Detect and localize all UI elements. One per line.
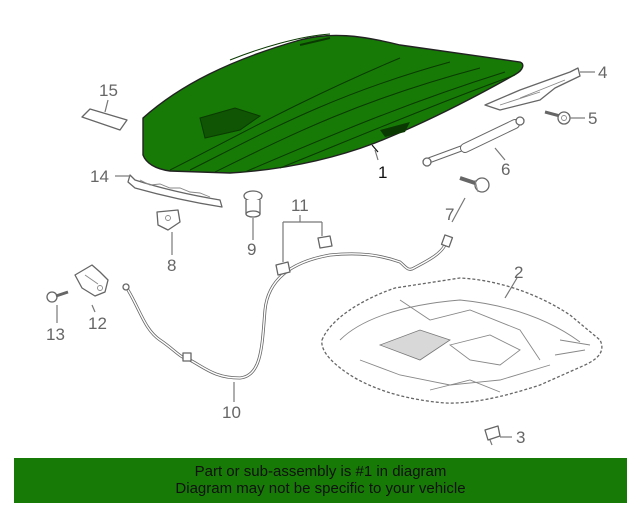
emblem-part-15[interactable] xyxy=(81,108,128,131)
callout-8[interactable]: 8 xyxy=(167,256,176,275)
release-cable-part-10[interactable] xyxy=(122,234,454,380)
callout-1[interactable]: 1 xyxy=(378,163,387,182)
bolt-part-5[interactable] xyxy=(544,110,571,125)
ball-stud-part-7[interactable] xyxy=(459,176,490,193)
callout-9[interactable]: 9 xyxy=(247,240,256,259)
callout-10[interactable]: 10 xyxy=(222,403,241,422)
callout-6[interactable]: 6 xyxy=(501,160,510,179)
retainer-clips-part-11[interactable] xyxy=(275,235,333,276)
gas-strut-part-6[interactable] xyxy=(422,116,525,167)
callout-13[interactable]: 13 xyxy=(46,325,65,344)
bolt-part-13[interactable] xyxy=(46,290,69,303)
push-pin-part-3[interactable] xyxy=(484,425,501,446)
banner-line-disclaimer: Diagram may not be specific to your vehi… xyxy=(175,480,466,497)
clip-part-8[interactable] xyxy=(156,209,181,231)
callout-7[interactable]: 7 xyxy=(445,205,454,224)
trim-molding-part-14[interactable] xyxy=(127,174,223,208)
parts-diagram: 1 2 3 4 5 6 7 8 9 10 11 12 13 14 15 xyxy=(46,33,607,447)
callout-15[interactable]: 15 xyxy=(99,81,118,100)
leader-lines xyxy=(56,71,595,438)
callout-2[interactable]: 2 xyxy=(514,263,523,282)
bumper-part-9[interactable] xyxy=(243,190,263,218)
callout-11[interactable]: 11 xyxy=(291,196,309,215)
callout-3[interactable]: 3 xyxy=(516,428,525,447)
bracket-part-4[interactable] xyxy=(484,67,581,111)
callout-14[interactable]: 14 xyxy=(90,167,109,186)
hood-part-1[interactable] xyxy=(142,33,524,174)
hood-insulator-part-2[interactable] xyxy=(321,277,603,404)
callout-4[interactable]: 4 xyxy=(598,63,607,82)
callout-12[interactable]: 12 xyxy=(88,314,107,333)
hood-latch-part-12[interactable] xyxy=(74,264,109,297)
banner-line-part-info: Part or sub-assembly is #1 in diagram xyxy=(194,463,447,480)
callout-5[interactable]: 5 xyxy=(588,109,597,128)
notice-banner: Part or sub-assembly is #1 in diagram Di… xyxy=(14,458,627,503)
callout-labels: 1 2 3 4 5 6 7 8 9 10 11 12 13 14 15 xyxy=(46,63,607,447)
